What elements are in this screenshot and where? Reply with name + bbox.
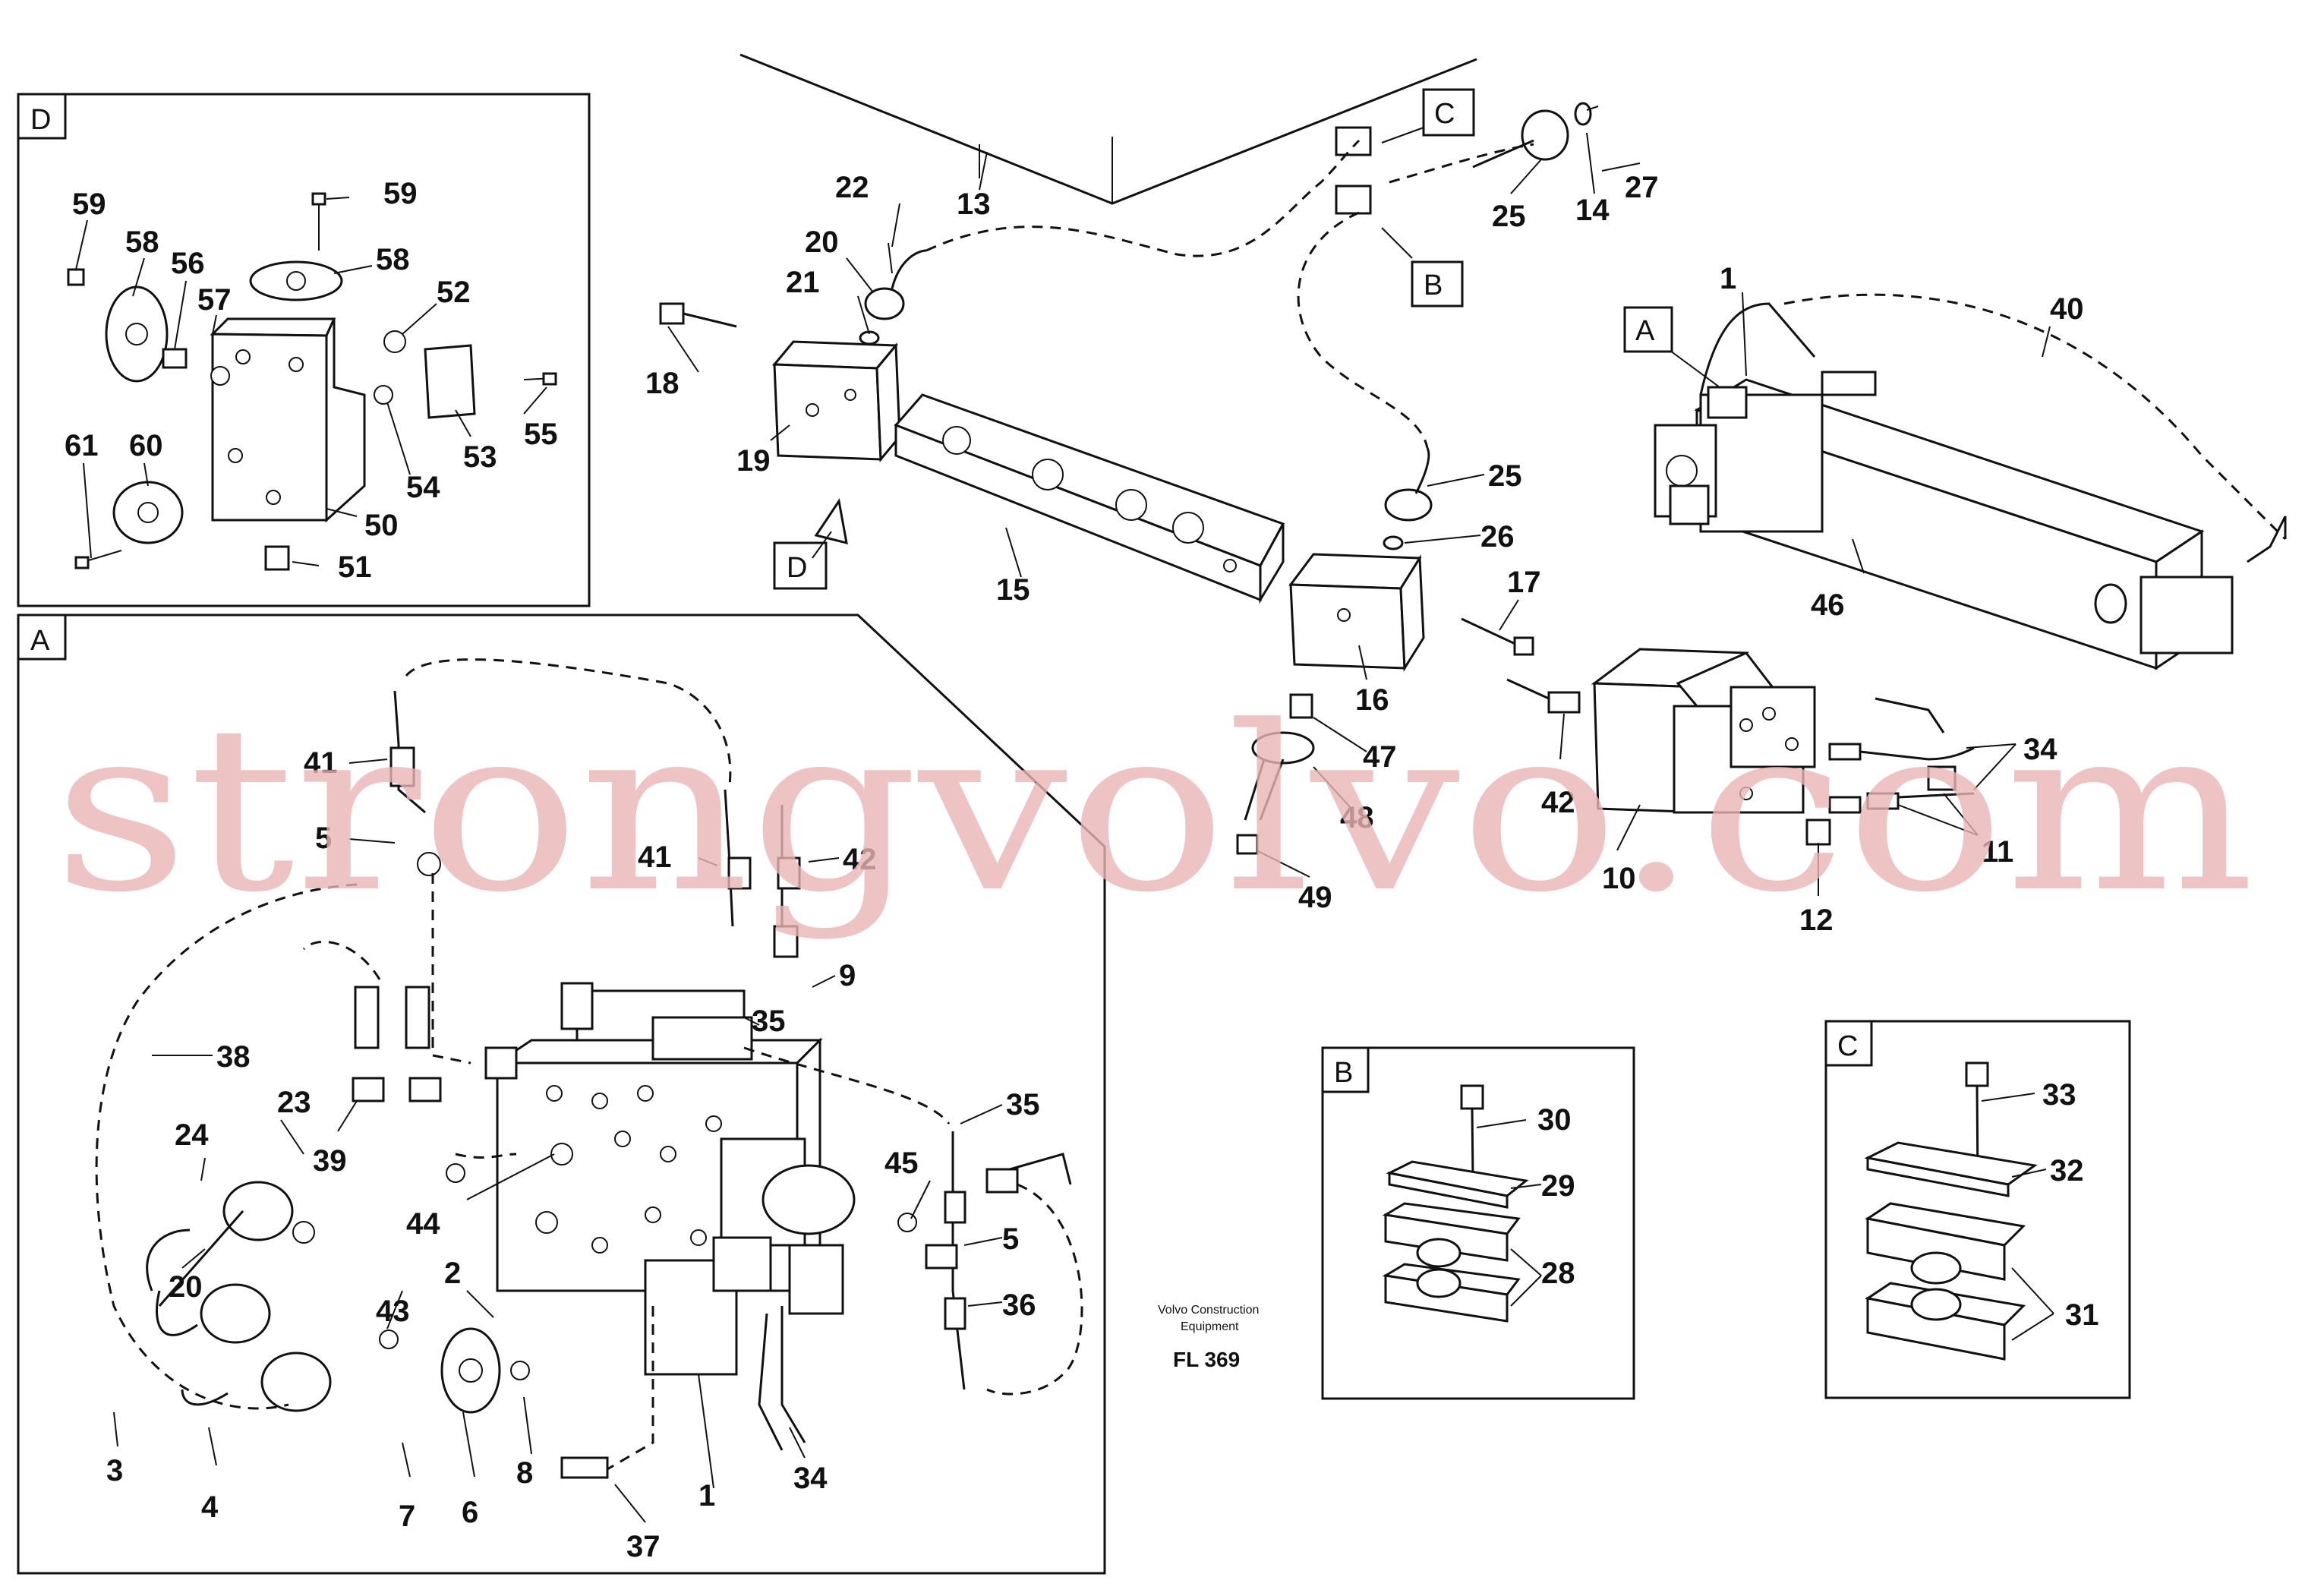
detail-box-d: D <box>17 93 591 607</box>
part-label: 27 <box>1625 171 1659 204</box>
part-label: 11 <box>1982 835 2013 869</box>
detail-box-a-letter: A <box>30 625 50 657</box>
part-label: 25 <box>1488 459 1522 493</box>
part-label: 41 <box>304 746 338 780</box>
detail-box-d-letter: D <box>30 104 51 136</box>
part-label: 28 <box>1541 1257 1575 1290</box>
part-label: 37 <box>626 1530 661 1563</box>
part-label: 20 <box>169 1270 203 1304</box>
part-label: 24 <box>175 1118 209 1152</box>
part-label: 45 <box>884 1147 919 1180</box>
part-label: 41 <box>638 841 672 874</box>
part-label: 46 <box>1811 588 1845 622</box>
part-label: 50 <box>364 509 399 542</box>
part-label: 13 <box>957 188 991 221</box>
part-label: 32 <box>2050 1154 2084 1188</box>
part-label: 1 <box>1720 262 1736 295</box>
detail-box-b-letter: B <box>1334 1057 1353 1089</box>
callout-b: B <box>1424 270 1443 301</box>
part-label: 47 <box>1363 740 1397 774</box>
callout-a: A <box>1635 315 1655 347</box>
part-label: 1 <box>698 1479 715 1512</box>
part-label: 21 <box>786 266 820 299</box>
caption: Volvo Construction Equipment FL 369 <box>1158 1304 1259 1371</box>
part-label: 30 <box>1537 1103 1572 1137</box>
part-label: 39 <box>313 1144 347 1178</box>
part-label: 18 <box>645 367 680 400</box>
part-label: 35 <box>1006 1088 1040 1121</box>
part-label: 42 <box>1541 786 1575 819</box>
part-label: 17 <box>1507 566 1541 599</box>
part-label: 51 <box>338 550 372 584</box>
watermark: strongvolvo.com <box>53 677 2255 942</box>
part-label: 10 <box>1602 862 1636 895</box>
part-label: 58 <box>125 226 159 259</box>
part-label: 35 <box>752 1005 786 1038</box>
part-label: 38 <box>216 1040 251 1074</box>
part-label: 33 <box>2042 1078 2076 1112</box>
part-label: 8 <box>516 1456 533 1490</box>
part-label: 59 <box>383 177 418 210</box>
detail-box-c-letter: C <box>1837 1030 1858 1062</box>
caption-figure-code: FL 369 <box>1173 1348 1240 1371</box>
part-label: 34 <box>793 1462 828 1495</box>
detail-box-a: A <box>17 613 1106 1575</box>
part-label: 57 <box>197 283 232 317</box>
part-label: 29 <box>1541 1169 1575 1203</box>
caption-company-line2: Equipment <box>1181 1320 1239 1333</box>
part-label: 9 <box>839 959 856 992</box>
part-label: 15 <box>996 573 1030 607</box>
part-label: 5 <box>1002 1222 1019 1256</box>
part-label: 48 <box>1340 801 1374 834</box>
part-label: 53 <box>463 440 497 474</box>
part-label: 16 <box>1355 683 1389 717</box>
part-label: 4 <box>201 1490 219 1524</box>
part-label: 55 <box>524 418 558 451</box>
part-label: 2 <box>444 1257 461 1290</box>
callout-d: D <box>787 552 807 584</box>
part-label: 61 <box>65 429 99 462</box>
part-label: 54 <box>406 471 440 504</box>
part-label: 56 <box>171 247 205 280</box>
part-label: 49 <box>1298 881 1332 914</box>
part-label: 40 <box>2050 292 2084 326</box>
detail-box-c: C 33 32 31 <box>1824 1020 2131 1399</box>
part-label: 26 <box>1480 520 1515 554</box>
part-label: 12 <box>1799 904 1834 937</box>
part-label: 22 <box>835 171 869 204</box>
part-label: 43 <box>376 1295 410 1328</box>
part-label: 59 <box>72 188 106 221</box>
part-label: 25 <box>1492 200 1526 233</box>
part-label: 52 <box>437 276 471 309</box>
part-label: 58 <box>376 243 410 276</box>
part-label: 14 <box>1575 194 1610 227</box>
detail-box-b: B 30 29 28 <box>1321 1046 1635 1400</box>
part-label: 20 <box>805 226 839 259</box>
part-label: 60 <box>129 429 163 462</box>
caption-company-line1: Volvo Construction <box>1158 1304 1259 1317</box>
part-label: 7 <box>399 1500 415 1533</box>
callout-c: C <box>1434 98 1455 130</box>
part-label: 44 <box>406 1207 440 1241</box>
main-assembly: D C B A 13 <box>645 53 2287 937</box>
part-label: 42 <box>843 843 877 876</box>
part-label: 19 <box>736 444 771 478</box>
part-label: 23 <box>277 1086 311 1119</box>
part-label: 5 <box>315 822 332 855</box>
part-label: 34 <box>2023 733 2057 766</box>
part-label: 36 <box>1002 1288 1036 1322</box>
part-label: 31 <box>2065 1298 2099 1332</box>
part-label: 6 <box>462 1496 478 1529</box>
part-label: 3 <box>106 1454 123 1487</box>
